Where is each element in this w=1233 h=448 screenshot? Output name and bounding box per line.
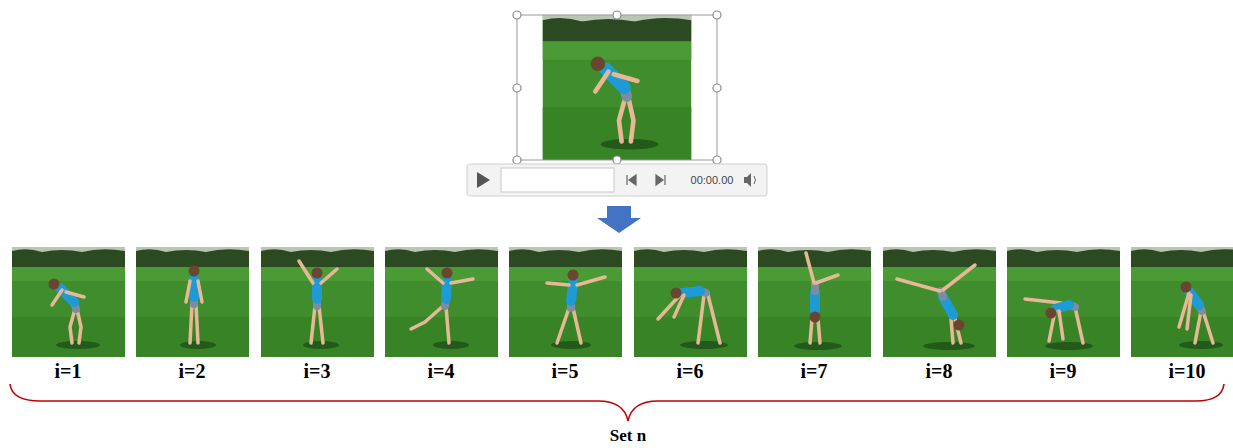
video-still bbox=[513, 11, 721, 164]
frame-label: i=5 bbox=[552, 360, 579, 383]
timestamp: 00:00.00 bbox=[691, 174, 734, 187]
player-bar bbox=[467, 164, 767, 196]
frame-label: i=8 bbox=[926, 360, 953, 383]
brace bbox=[10, 384, 1224, 421]
set-label: Set n bbox=[610, 426, 646, 446]
frame-label: i=3 bbox=[304, 360, 331, 383]
frame-label: i=7 bbox=[801, 360, 828, 383]
down-arrow bbox=[597, 206, 641, 233]
frame-label: i=10 bbox=[1169, 360, 1206, 383]
frame-label: i=2 bbox=[179, 360, 206, 383]
frame-sequence bbox=[12, 247, 1233, 357]
frame-label: i=4 bbox=[428, 360, 455, 383]
frame-label: i=9 bbox=[1050, 360, 1077, 383]
frame-label: i=1 bbox=[55, 360, 82, 383]
frame-label: i=6 bbox=[677, 360, 704, 383]
